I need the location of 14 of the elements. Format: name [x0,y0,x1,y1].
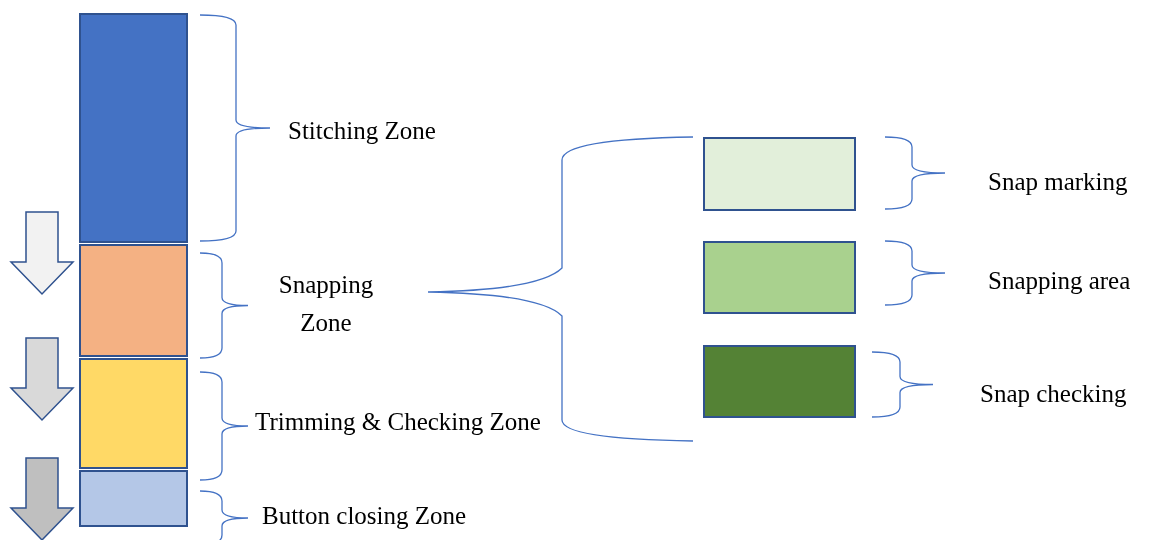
zone-block [79,13,188,243]
zone-label: Snap checking [980,379,1128,409]
zone-block [79,244,188,357]
zone-label: Stitching Zone [288,116,437,146]
zone-label: Snapping Zone [277,270,375,338]
zone-block [703,137,856,211]
zone-block [79,470,188,527]
zone-label: Button closing Zone [262,501,468,531]
zone-label: Snapping area [988,266,1132,296]
zone-label: Snap marking [988,167,1129,197]
zone-label: Trimming & Checking Zone [254,407,542,437]
zone-block [703,241,856,314]
zone-block [703,345,856,418]
zone-block [79,358,188,469]
